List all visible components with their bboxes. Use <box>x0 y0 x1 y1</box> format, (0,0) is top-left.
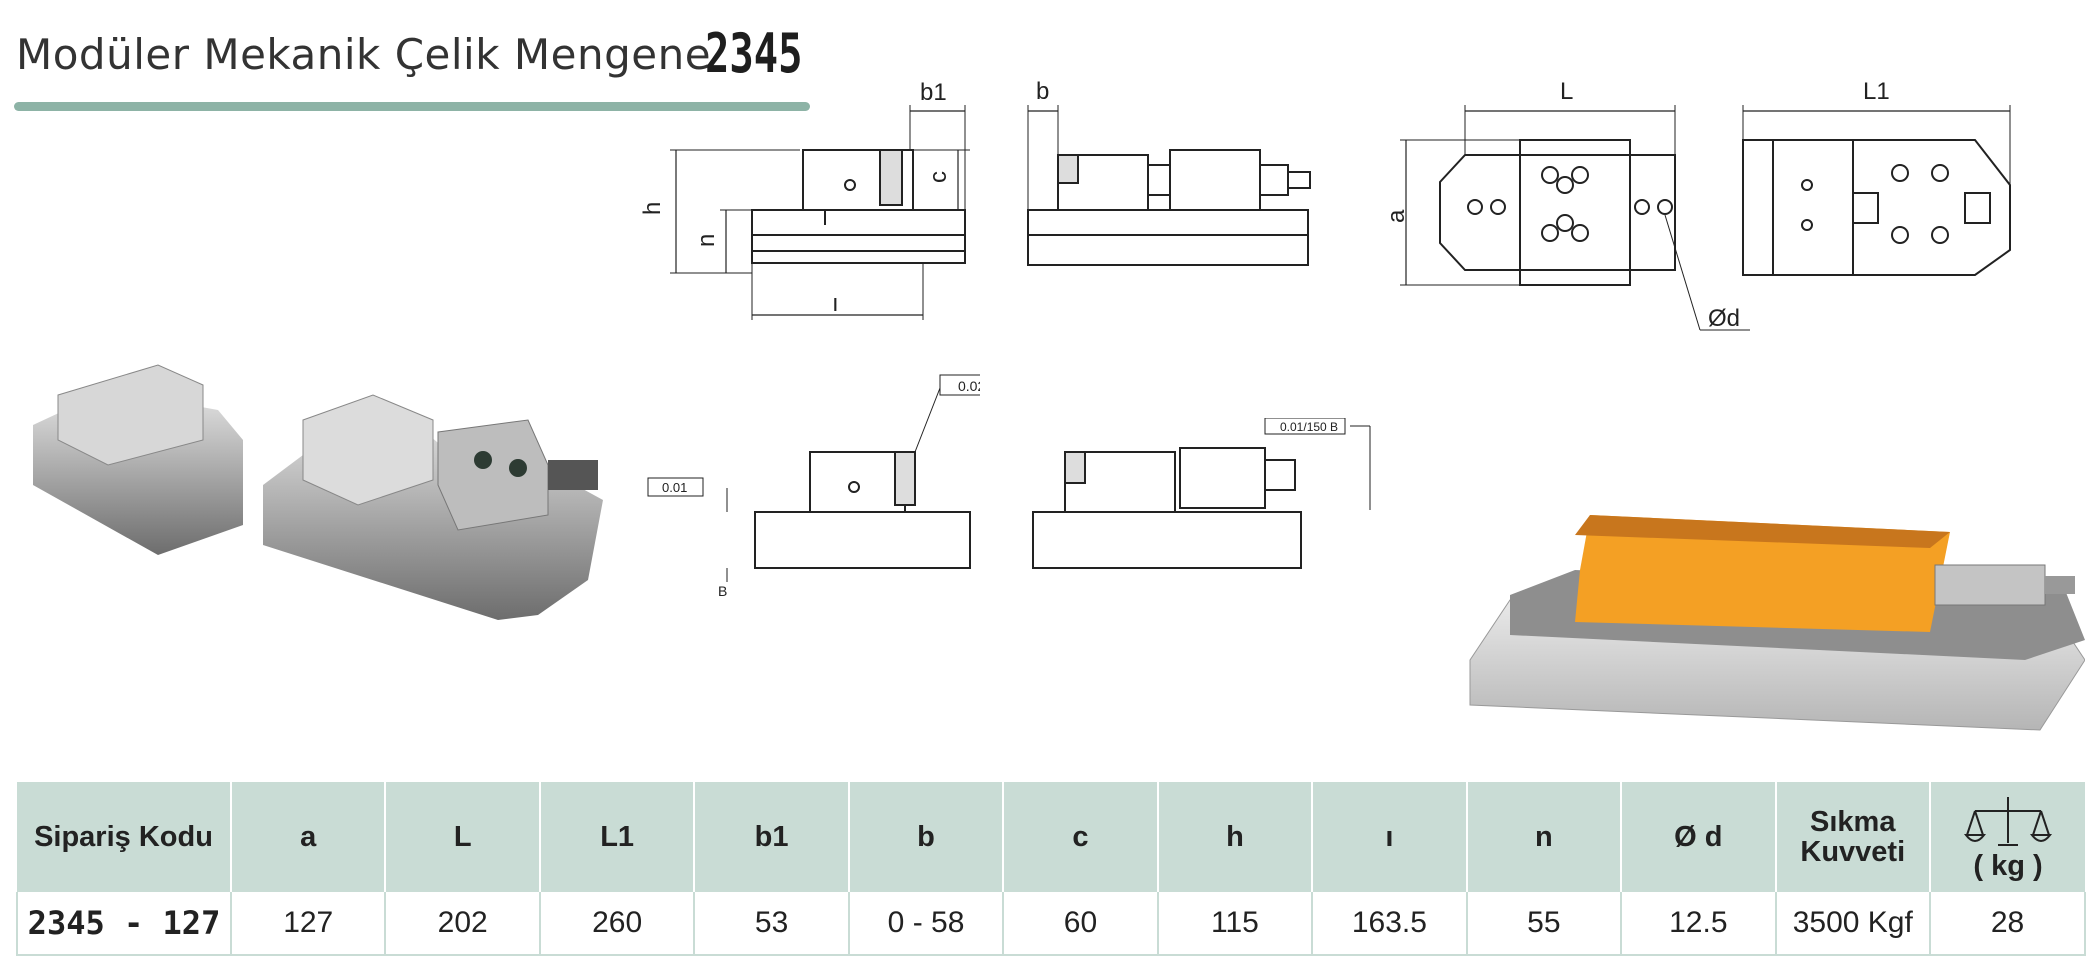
cell-d: 12.5 <box>1620 892 1776 956</box>
dim-label-a: a <box>1390 209 1410 223</box>
header-b: b <box>847 782 1004 892</box>
top-view-drawing: L a Ød <box>1390 78 1750 332</box>
dim-label-b: b <box>1036 78 1049 105</box>
scale-icon <box>1963 796 2053 846</box>
cell-h: 115 <box>1156 892 1313 956</box>
header-order-code: Sipariş Kodu <box>17 782 231 892</box>
tolerance-ref-b2: B <box>1330 420 1338 434</box>
dim-label-L1: L1 <box>1863 78 1890 105</box>
cell-a: 127 <box>229 892 386 956</box>
cell-c: 60 <box>1002 892 1158 956</box>
cell-weight: 28 <box>1929 892 2086 956</box>
tolerance-perp-value: 0.02 <box>958 378 980 394</box>
cell-b: 0 - 58 <box>847 892 1004 956</box>
dim-label-d: Ød <box>1708 305 1740 332</box>
header-L1: L1 <box>538 782 695 892</box>
front-view-drawing: h n c b1 ı <box>640 79 970 320</box>
cell-b1: 53 <box>693 892 849 956</box>
header-b1: b1 <box>693 782 849 892</box>
cell-n: 55 <box>1465 892 1622 956</box>
dim-label-h: h <box>640 202 666 215</box>
cell-L: 202 <box>384 892 540 956</box>
cell-L1: 260 <box>538 892 695 956</box>
dim-label-c: c <box>925 171 952 183</box>
vise-product-photo <box>33 364 603 620</box>
header-a: a <box>229 782 386 892</box>
tolerance-par1-value: 0.01 <box>662 480 687 495</box>
spec-table: Sipariş Kodu a L L1 b1 b c h ı n Ø d Sık… <box>16 782 2086 956</box>
tolerance-ref-b: B <box>718 583 727 599</box>
weight-unit-label: ( kg ) <box>1973 849 2043 882</box>
header-h: h <box>1156 782 1313 892</box>
workpiece-setup-photo <box>1469 515 2085 731</box>
header-n: n <box>1465 782 1622 892</box>
title-underline <box>14 102 810 111</box>
tolerance-front-drawing: 0.02 60 A 0.01 B <box>647 374 980 599</box>
dim-label-L: L <box>1560 78 1573 105</box>
side-view-drawing: b <box>1027 78 1311 266</box>
dim-label-l: ı <box>832 290 839 317</box>
header-L: L <box>384 782 540 892</box>
tolerance-side-drawing: 0.01/150 B <box>1032 418 1371 569</box>
table-row: 2345 - 127 127 202 260 53 0 - 58 60 115 … <box>16 892 2086 956</box>
cell-clamping-force: 3500 Kgf <box>1774 892 1930 956</box>
table-header-row: Sipariş Kodu a L L1 b1 b c h ı n Ø d Sık… <box>17 782 2085 892</box>
page-title: Modüler Mekanik Çelik Mengene <box>16 30 712 79</box>
tolerance-par2-value: 0.01/150 <box>1280 420 1327 434</box>
dim-label-b1: b1 <box>920 79 947 106</box>
header-weight: ( kg ) <box>1929 782 2085 892</box>
model-number: 2345 <box>705 22 803 85</box>
header-l: ı <box>1311 782 1467 892</box>
cell-order-code: 2345 - 127 <box>16 892 231 956</box>
rear-view-drawing: L1 <box>1742 78 2011 276</box>
header-clamping-force: Sıkma Kuvveti <box>1774 782 1930 892</box>
header-d: Ø d <box>1620 782 1776 892</box>
cell-l: 163.5 <box>1311 892 1467 956</box>
dim-label-n: n <box>693 234 720 247</box>
header-c: c <box>1002 782 1158 892</box>
